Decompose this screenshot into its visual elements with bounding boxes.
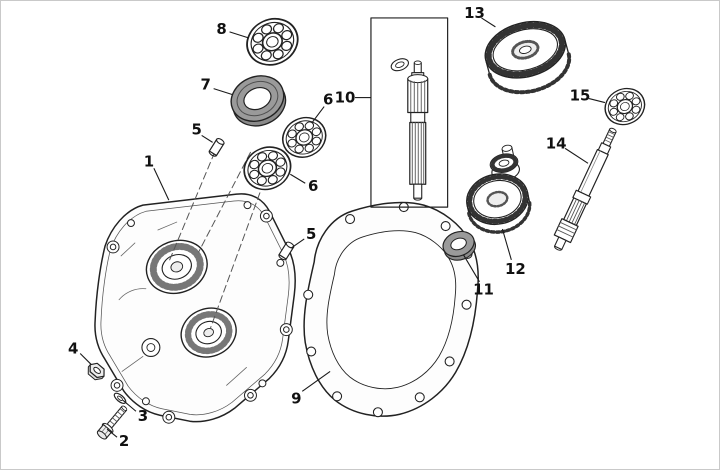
callout-5b-number: 5 <box>306 225 316 243</box>
leader-line <box>564 147 589 164</box>
callout-13-number: 13 <box>464 4 485 22</box>
callout-11: 11 <box>463 254 494 299</box>
part-10-main-shaft-group <box>370 17 449 208</box>
callout-15: 15 <box>570 87 606 105</box>
callout-1: 1 <box>144 152 170 201</box>
callout-4: 4 <box>68 339 92 365</box>
part-12-gear <box>466 144 532 234</box>
leader-line <box>122 399 137 412</box>
part-8-ball-bearing <box>238 9 307 74</box>
callout-5a-number: 5 <box>192 120 202 138</box>
callout-2-number: 2 <box>119 432 129 450</box>
part-5-dowel-pin-a <box>207 136 226 158</box>
callout-12: 12 <box>501 228 526 278</box>
leader-line <box>463 254 480 283</box>
callout-2: 2 <box>106 428 129 450</box>
case-bore-small-inner <box>146 343 156 352</box>
part-10-main-shaft <box>407 60 429 201</box>
leader-line <box>290 238 305 249</box>
callout-6b: 6 <box>290 173 318 195</box>
detail-box <box>370 17 449 208</box>
leader-line <box>588 98 606 104</box>
part-4-nut <box>87 362 105 381</box>
case-mounting-lugs <box>106 201 293 424</box>
leader-line <box>311 106 325 123</box>
callout-6b-number: 6 <box>308 177 318 195</box>
callout-14: 14 <box>546 134 589 164</box>
callout-12-number: 12 <box>505 260 526 278</box>
part-15-ball-bearing <box>598 81 652 132</box>
callout-9: 9 <box>291 370 331 407</box>
callout-10-number: 10 <box>335 89 356 107</box>
part-7-oil-seal <box>230 75 287 127</box>
callout-15-number: 15 <box>570 87 591 105</box>
case-bore-upper <box>145 239 208 295</box>
part-10-washer <box>390 58 410 72</box>
part-2-bolt <box>96 405 128 440</box>
callout-6a: 6 <box>311 91 333 123</box>
leader-line <box>213 88 233 96</box>
leader-line <box>79 353 92 365</box>
callout-11-number: 11 <box>473 281 494 299</box>
callout-7: 7 <box>200 76 233 96</box>
part-1-crankcase-cover <box>94 151 296 424</box>
callout-4-number: 4 <box>68 339 78 357</box>
leader-line <box>501 228 512 261</box>
callout-5a: 5 <box>192 120 213 143</box>
leader-line <box>201 134 213 143</box>
callout-8: 8 <box>216 20 249 39</box>
callout-3-number: 3 <box>138 407 148 425</box>
leader-line <box>229 31 249 39</box>
part-11-oil-seal <box>442 230 477 261</box>
callout-7-number: 7 <box>200 76 210 94</box>
case-bore-lower <box>180 307 237 358</box>
case-ribs <box>118 221 247 386</box>
callout-10: 10 <box>335 89 371 107</box>
callout-9-number: 9 <box>291 389 301 407</box>
callout-5b: 5 <box>290 225 316 249</box>
callout-6a-number: 6 <box>323 91 333 109</box>
leader-line <box>290 173 306 184</box>
part-14-drive-shaft <box>553 127 617 251</box>
callout-13: 13 <box>464 4 496 28</box>
leader-line <box>106 428 118 438</box>
callout-3: 3 <box>122 399 148 425</box>
callout-14-number: 14 <box>546 134 567 152</box>
callout-1-number: 1 <box>144 152 154 170</box>
leader-line <box>153 168 170 201</box>
center-lines <box>168 151 268 329</box>
callout-8-number: 8 <box>216 20 226 38</box>
part-13-driven-gear <box>484 21 572 95</box>
leader-line <box>301 370 331 392</box>
leader-line <box>481 17 496 28</box>
